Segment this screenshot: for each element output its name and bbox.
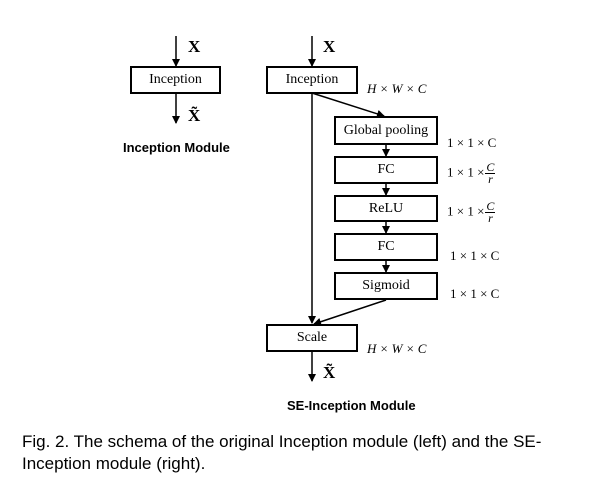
fc1-dim-prefix: 1 × 1 × [447,164,485,180]
fc2-block: FC [334,233,438,261]
relu-dim-prefix: 1 × 1 × [447,203,485,219]
fc1-dim-denominator: r [488,172,493,186]
sigmoid-text: Sigmoid [362,278,410,293]
inception-to-pooling-arrow [311,92,385,118]
relu-block: ReLU [334,195,438,222]
left-module-label: Inception Module [123,140,230,155]
fc2-dim-label: 1 × 1 × C [450,248,500,263]
left-input-label: X [188,37,201,56]
scale-dim-label: H × W × C [367,341,427,356]
fc1-block: FC [334,156,438,184]
global-pooling-text: Global pooling [343,122,429,138]
right-output-label: X̃ [323,363,336,382]
global-pooling-dim-label: 1 × 1 × C [447,135,497,150]
left-inception-block: Inception [130,66,221,94]
scale-text: Scale [296,330,328,345]
inception-dim-label: H × W × C [367,81,427,96]
fc1-dim-numerator: C [485,160,496,174]
fc2-text: FC [377,239,395,254]
relu-dim-denominator: r [488,211,493,225]
relu-text: ReLU [368,200,404,216]
sigmoid-dim-label: 1 × 1 × C [450,286,500,301]
relu-dim-numerator: C [485,199,496,213]
scale-block: Scale [266,324,358,352]
left-inception-text: Inception [149,72,202,87]
global-pooling-block: Global pooling [334,116,438,145]
figure-caption: Fig. 2. The schema of the original Incep… [22,432,542,473]
right-module-label: SE-Inception Module [287,398,416,413]
sigmoid-block: Sigmoid [334,272,438,300]
se-inception-text: Inception [285,72,339,87]
sigmoid-to-scale-arrow [313,299,387,326]
right-input-label: X [323,37,336,56]
left-output-label: X̃ [188,106,201,125]
fc1-text: FC [377,162,395,177]
se-inception-block: Inception [266,66,358,94]
